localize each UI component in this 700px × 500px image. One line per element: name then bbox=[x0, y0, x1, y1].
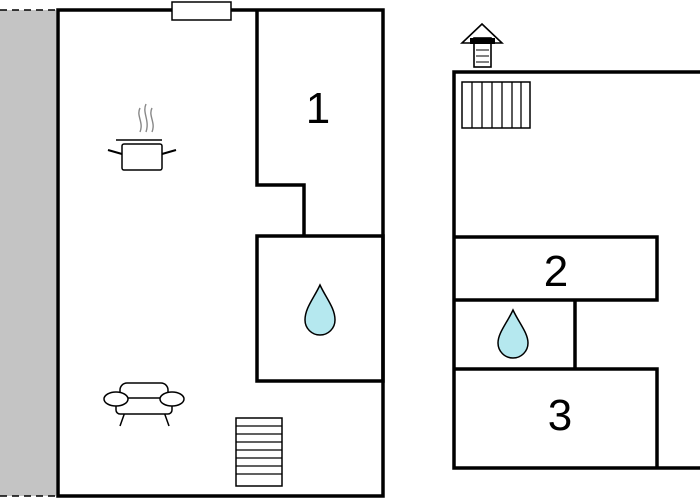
room-3-wall bbox=[454, 367, 659, 468]
room-1-number: 1 bbox=[306, 84, 330, 133]
outdoor-terrace bbox=[0, 9, 58, 497]
room-3-number: 3 bbox=[548, 391, 572, 440]
staircase-icon bbox=[235, 417, 283, 487]
ground-floor-bathroom bbox=[255, 234, 385, 383]
top-window bbox=[171, 1, 232, 21]
chimney-icon bbox=[459, 22, 505, 68]
room-2-wall bbox=[454, 235, 659, 302]
cooking-pot-icon bbox=[107, 103, 177, 171]
ground-floor: 1 bbox=[56, 1, 385, 498]
ground-floor-outline bbox=[56, 8, 385, 498]
sofa-icon bbox=[103, 382, 185, 427]
upper-floor-outline bbox=[452, 70, 700, 470]
room-2-number: 2 bbox=[544, 247, 568, 296]
upper-floor: 2 3 bbox=[452, 22, 700, 470]
terrace-area bbox=[0, 10, 56, 496]
water-drop-icon bbox=[497, 308, 529, 359]
stove-grille-icon bbox=[461, 81, 531, 129]
room-1-wall bbox=[255, 10, 306, 236]
water-drop-icon bbox=[304, 283, 336, 336]
